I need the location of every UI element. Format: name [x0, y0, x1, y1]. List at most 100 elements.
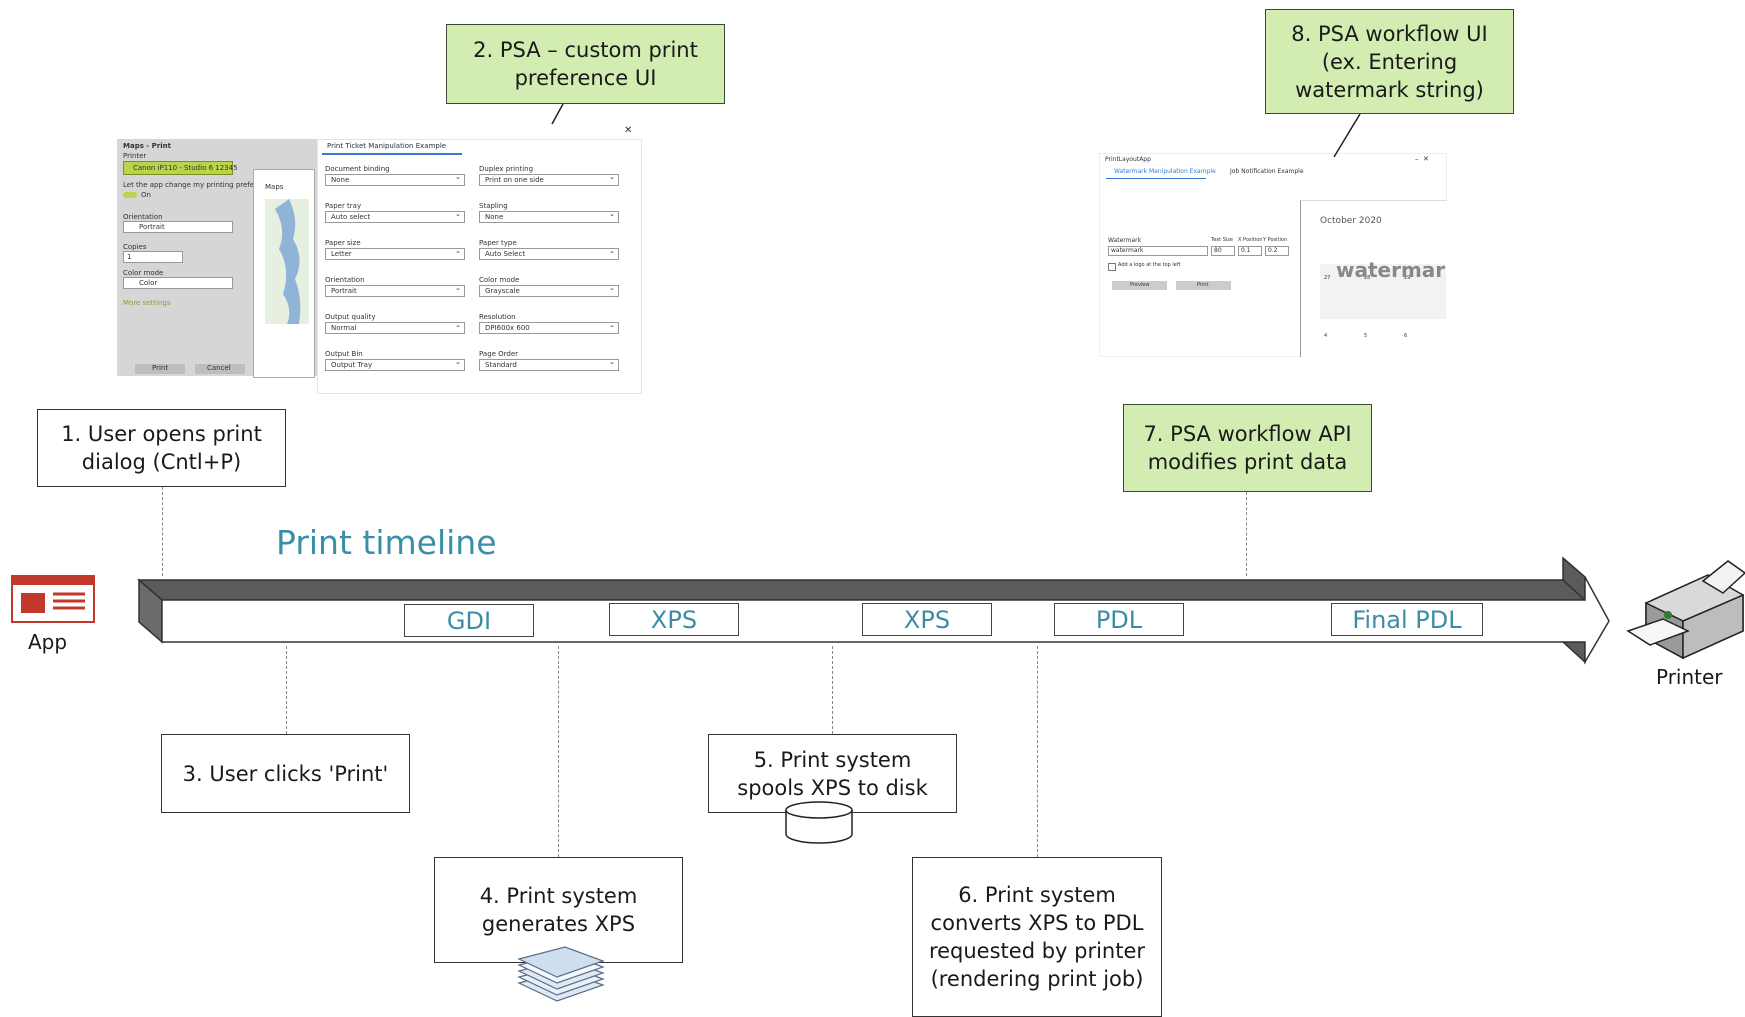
advanced-field-select[interactable]: [325, 174, 465, 186]
map-image: [265, 199, 309, 324]
advanced-field-label: Paper tray: [325, 202, 362, 210]
chevron-down-icon: ⌄: [455, 358, 461, 366]
calendar-day-1: 27: [1324, 275, 1331, 281]
workflow-print-label: Print: [1197, 282, 1209, 288]
x-position-input[interactable]: [1238, 246, 1262, 256]
calendar-grid: [1320, 264, 1446, 319]
advanced-field-select[interactable]: [479, 285, 619, 297]
chevron-down-icon: ⌄: [609, 284, 615, 292]
chevron-down-icon: ⌄: [609, 210, 615, 218]
preview-button-label: Preview: [1130, 282, 1150, 288]
stage-final-pdl: Final PDL: [1331, 603, 1483, 636]
printer-icon: [1626, 560, 1745, 660]
calendar-day-5: 5: [1364, 333, 1368, 339]
color-heading: Color mode: [123, 269, 164, 277]
advanced-field-select[interactable]: [479, 248, 619, 260]
step-5-box: 5. Print system spools XPS to disk: [708, 734, 957, 813]
logo-checkbox-label: Add a logo at the top left: [1118, 262, 1181, 268]
advanced-field-select[interactable]: [325, 248, 465, 260]
advanced-field-value: Letter: [331, 250, 352, 258]
cancel-button[interactable]: [195, 364, 245, 374]
advanced-field-label: Page Order: [479, 350, 519, 358]
advanced-field-label: Paper size: [325, 239, 361, 247]
advanced-field-value: None: [331, 176, 350, 184]
printer-heading: Printer: [123, 152, 147, 160]
advanced-field-value: Grayscale: [485, 287, 520, 295]
advanced-field-value: Auto Select: [485, 250, 526, 258]
timeline-title: Print timeline: [276, 523, 497, 562]
calendar-day-2: 28: [1364, 275, 1371, 281]
step-3-box: 3. User clicks 'Print': [161, 734, 410, 813]
advanced-field-select[interactable]: [479, 359, 619, 371]
advanced-field-label: Paper type: [479, 239, 517, 247]
text-size-heading: Text Size: [1211, 237, 1233, 243]
timeline-arrow-head-bottom: [1561, 641, 1586, 664]
preference-toggle[interactable]: [123, 192, 137, 198]
advanced-field-value: None: [485, 213, 504, 221]
connector-step-7: [1246, 492, 1247, 576]
callout-line-2: [551, 103, 564, 125]
workflow-window-controls: – ✕: [1415, 155, 1429, 163]
preview-button[interactable]: [1112, 281, 1167, 290]
y-position-input[interactable]: [1265, 246, 1289, 256]
advanced-field-value: DPI600x 600: [485, 324, 530, 332]
print-window-title: Maps - Print: [123, 142, 171, 150]
step-6-box: 6. Print system converts XPS to PDL requ…: [912, 857, 1162, 1017]
app-label: App: [28, 630, 68, 654]
print-button[interactable]: [135, 364, 185, 374]
dialog-tab[interactable]: Print Ticket Manipulation Example: [327, 142, 447, 150]
app-change-note: Let the app change my printing preferenc…: [123, 181, 278, 189]
advanced-field-label: Duplex printing: [479, 165, 534, 173]
document-stack-icon: [517, 946, 605, 1002]
copies-value: 1: [127, 253, 132, 261]
workflow-window-title: PrintLayoutApp: [1105, 156, 1151, 163]
chevron-down-icon: ⌄: [455, 284, 461, 292]
advanced-field-select[interactable]: [325, 211, 465, 223]
orientation-select[interactable]: [123, 221, 233, 233]
connector-step-4: [558, 646, 559, 857]
y-position-value: 0.2: [1268, 247, 1278, 254]
advanced-field-select[interactable]: [325, 359, 465, 371]
advanced-field-label: Stapling: [479, 202, 508, 210]
watermark-value: watermark: [1111, 247, 1144, 254]
more-settings-link[interactable]: More settings: [123, 299, 171, 307]
watermark-overlay: watermar: [1336, 258, 1446, 282]
text-size-input[interactable]: [1211, 246, 1235, 256]
cancel-button-label: Cancel: [207, 364, 231, 372]
color-select[interactable]: [123, 277, 233, 289]
printer-value: Canon iP110 - Studio 6 12345: [133, 164, 238, 172]
advanced-field-select[interactable]: [479, 211, 619, 223]
print-button-label: Print: [152, 364, 169, 372]
advanced-field-label: Output quality: [325, 313, 376, 321]
advanced-field-select[interactable]: [479, 174, 619, 186]
text-size-value: 80: [1214, 247, 1222, 254]
workflow-tab-watermark[interactable]: Watermark Manipulation Example: [1114, 168, 1216, 175]
step-4-box: 4. Print system generates XPS: [434, 857, 683, 963]
advanced-field-select[interactable]: [325, 285, 465, 297]
watermark-input[interactable]: [1108, 246, 1208, 256]
advanced-field-select[interactable]: [479, 322, 619, 334]
workflow-print-button[interactable]: [1176, 281, 1231, 290]
advanced-field-value: Print on one side: [485, 176, 544, 184]
advanced-field-value: Normal: [331, 324, 357, 332]
chevron-down-icon: ⌄: [609, 321, 615, 329]
print-dialog-screenshot: Maps - Print Printer Canon iP110 - Studi…: [117, 125, 642, 394]
advanced-field-label: Orientation: [325, 276, 365, 284]
chevron-down-icon: ⌄: [455, 210, 461, 218]
workflow-tab-notification[interactable]: Job Notification Example: [1230, 168, 1304, 175]
chevron-down-icon: ⌄: [455, 247, 461, 255]
logo-checkbox[interactable]: [1108, 263, 1116, 271]
copies-heading: Copies: [123, 243, 147, 251]
advanced-field-value: Standard: [485, 361, 517, 369]
advanced-field-label: Resolution: [479, 313, 516, 321]
disk-icon: [785, 801, 853, 844]
copies-input[interactable]: [123, 251, 183, 263]
stage-xps-1: XPS: [609, 603, 739, 636]
x-position-heading: X Position: [1238, 237, 1263, 243]
advanced-field-value: Output Tray: [331, 361, 373, 369]
dialog-close-icon[interactable]: ✕: [624, 125, 633, 136]
printer-select[interactable]: [123, 161, 233, 175]
calendar-day-4: 4: [1324, 333, 1328, 339]
advanced-field-select[interactable]: [325, 322, 465, 334]
callout-line-8: [1333, 113, 1361, 158]
